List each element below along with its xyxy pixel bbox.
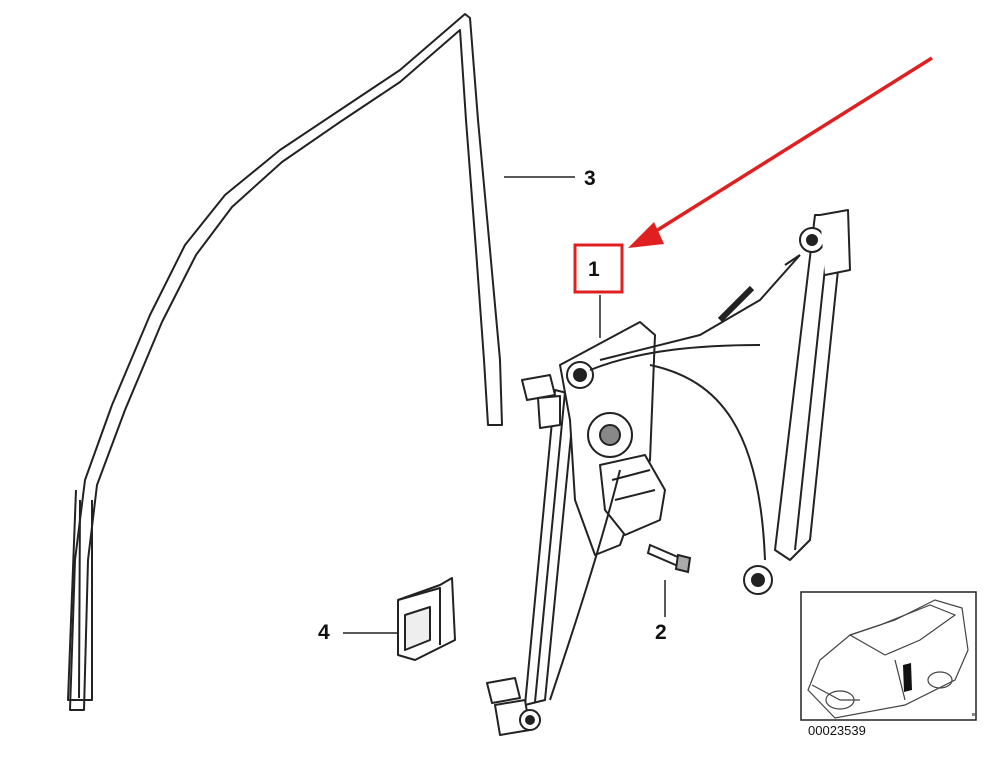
- clip-part-4: [397, 577, 456, 661]
- vehicle-thumbnail: [800, 591, 977, 721]
- callout-3: 3: [584, 167, 596, 190]
- corner-mark: [972, 713, 975, 716]
- red-arrow: [628, 56, 933, 248]
- callout-1: 1: [588, 258, 600, 281]
- highlight-box: [573, 243, 624, 294]
- window-regulator-part-1: [486, 209, 851, 736]
- window-guide-rail-part-3: [67, 13, 503, 711]
- leader-lines: [343, 176, 666, 634]
- reference-number: 00023539: [808, 723, 866, 738]
- callout-2: 2: [655, 621, 667, 644]
- callout-4: 4: [318, 621, 330, 644]
- bolt-part-2: [646, 543, 692, 574]
